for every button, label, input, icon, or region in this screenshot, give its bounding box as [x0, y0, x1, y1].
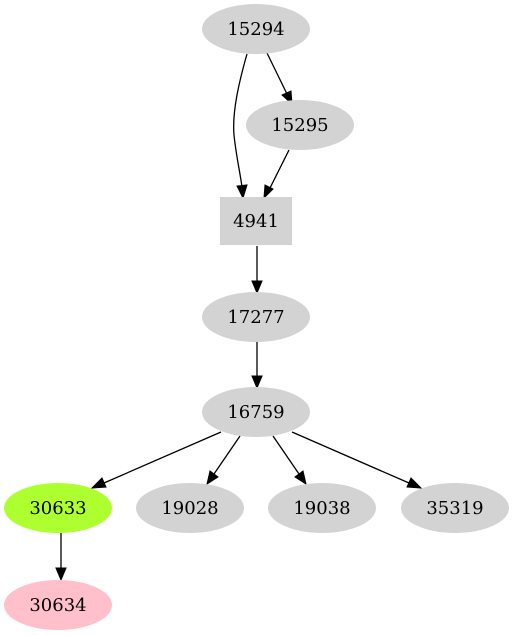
- node-4941[interactable]: 4941: [220, 197, 292, 245]
- edge-16759-19028: [213, 435, 241, 475]
- node-35319-shape: [401, 483, 509, 533]
- node-19028-shape: [136, 483, 244, 533]
- node-30634-shape: [4, 580, 112, 630]
- node-4941-shape: [220, 197, 292, 245]
- node-4941-label: 4941: [233, 211, 279, 232]
- node-16759-label: 16759: [227, 402, 284, 423]
- node-15295[interactable]: 15295: [246, 100, 354, 150]
- node-15294-label: 15294: [227, 19, 284, 40]
- node-35319[interactable]: 35319: [401, 483, 509, 533]
- node-19028-label: 19028: [161, 498, 218, 519]
- node-19038-label: 19038: [293, 498, 350, 519]
- node-35319-label: 35319: [426, 498, 483, 519]
- node-16759[interactable]: 16759: [202, 387, 310, 437]
- node-30633-label: 30633: [29, 498, 86, 519]
- nodes-layer: 15294 15295 4941 17277 16759 30633 19028: [4, 4, 509, 630]
- node-17277-label: 17277: [227, 307, 284, 328]
- node-15295-label: 15295: [271, 115, 328, 136]
- edge-arrow-4941-17277: [251, 280, 263, 295]
- edge-arrow-16759-19038: [294, 470, 307, 486]
- node-19038-shape: [268, 483, 376, 533]
- edge-arrow-16759-30633: [90, 477, 107, 489]
- node-30633-shape: [4, 483, 112, 533]
- edge-arrow-30633-30634: [55, 567, 67, 582]
- node-19028[interactable]: 19028: [136, 483, 244, 533]
- edge-arrow-15295-4941: [263, 184, 274, 200]
- edge-15294-15295: [266, 52, 288, 95]
- node-15295-shape: [246, 100, 354, 150]
- edge-16759-30633: [103, 431, 222, 484]
- node-17277-shape: [202, 292, 310, 342]
- edge-arrow-17277-16759: [251, 375, 263, 390]
- node-15294[interactable]: 15294: [202, 4, 310, 54]
- node-30634[interactable]: 30634: [4, 580, 112, 630]
- edge-15294-4941: [233, 53, 248, 188]
- edge-15295-4941: [269, 149, 290, 189]
- edge-arrow-16759-35319: [406, 477, 423, 489]
- node-17277[interactable]: 17277: [202, 292, 310, 342]
- edge-arrow-15294-4941: [236, 184, 248, 200]
- node-16759-shape: [202, 387, 310, 437]
- edges-layer: [55, 52, 423, 582]
- node-30633[interactable]: 30633: [4, 483, 112, 533]
- edge-arrow-16759-19028: [206, 470, 219, 486]
- node-19038[interactable]: 19038: [268, 483, 376, 533]
- edge-16759-19038: [272, 435, 300, 475]
- node-15294-shape: [202, 4, 310, 54]
- node-30634-label: 30634: [29, 595, 86, 616]
- edge-16759-35319: [291, 431, 410, 484]
